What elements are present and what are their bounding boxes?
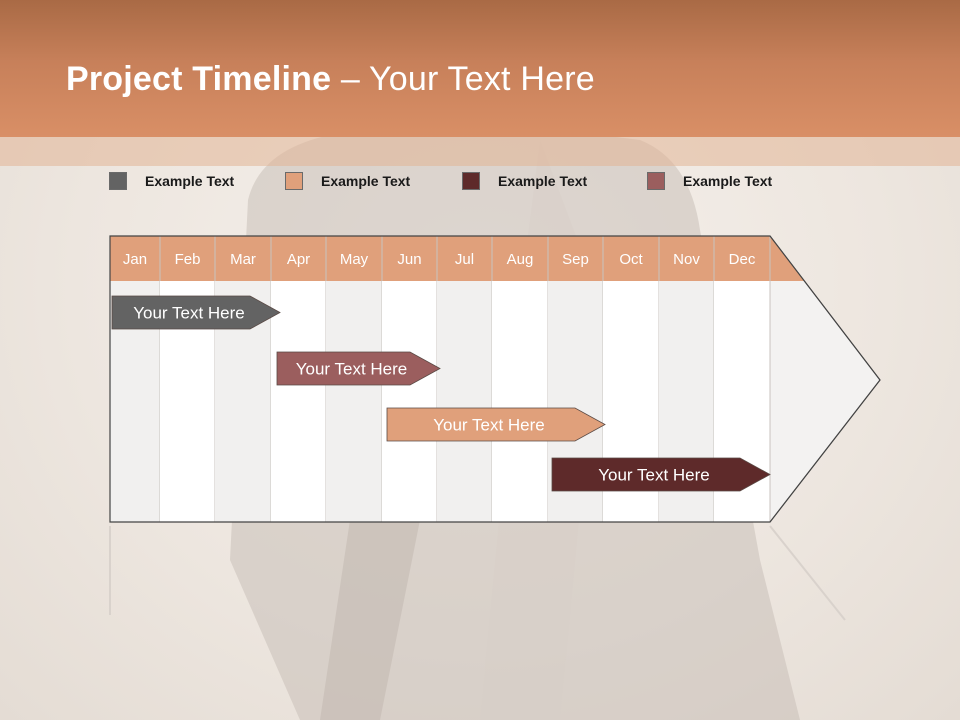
month-header-band bbox=[110, 236, 805, 281]
legend-item-2: Example Text bbox=[285, 170, 410, 192]
month-column bbox=[382, 281, 437, 522]
legend-label: Example Text bbox=[683, 173, 773, 189]
legend-label: Example Text bbox=[321, 173, 411, 189]
task-bar-label: Your Text Here bbox=[598, 466, 710, 485]
legend-label: Example Text bbox=[498, 173, 588, 189]
task-bar-label: Your Text Here bbox=[296, 360, 408, 379]
title-bold: Project Timeline bbox=[66, 60, 332, 98]
legend-swatch bbox=[109, 172, 127, 190]
task-bar bbox=[111, 295, 281, 330]
month-label: May bbox=[340, 251, 369, 268]
task-bar bbox=[276, 351, 441, 386]
month-label: Apr bbox=[287, 251, 310, 268]
month-label: Jun bbox=[397, 251, 421, 268]
legend-swatch bbox=[647, 172, 665, 190]
month-column bbox=[492, 281, 548, 522]
task-bar bbox=[551, 457, 771, 492]
month-label: Dec bbox=[729, 251, 756, 268]
page-title: Project Timeline – Your Text Here bbox=[66, 60, 595, 99]
month-label: Nov bbox=[673, 251, 700, 268]
header-bar bbox=[0, 0, 960, 137]
task-bar-label: Your Text Here bbox=[133, 304, 245, 323]
timeline-border bbox=[109, 235, 881, 523]
title-rest: – Your Text Here bbox=[331, 60, 595, 98]
legend-label: Example Text bbox=[145, 173, 235, 189]
month-label: Jan bbox=[123, 251, 147, 268]
legend-item-4: Example Text bbox=[647, 170, 772, 192]
month-column bbox=[326, 281, 382, 522]
header-band bbox=[0, 137, 960, 166]
legend-swatch bbox=[462, 172, 480, 190]
month-label: Mar bbox=[230, 251, 256, 268]
legend-swatch bbox=[285, 172, 303, 190]
task-bar bbox=[386, 407, 606, 442]
legend-item-1: Example Text bbox=[109, 170, 234, 192]
task-bar-label: Your Text Here bbox=[433, 416, 545, 435]
month-label: Jul bbox=[455, 251, 474, 268]
legend-item-3: Example Text bbox=[462, 170, 587, 192]
reflection-line bbox=[769, 525, 846, 621]
month-label: Sep bbox=[562, 251, 589, 268]
month-label: Feb bbox=[175, 251, 201, 268]
month-column bbox=[437, 281, 492, 522]
month-column bbox=[271, 281, 326, 522]
month-label: Oct bbox=[619, 251, 643, 268]
month-label: Aug bbox=[507, 251, 534, 268]
